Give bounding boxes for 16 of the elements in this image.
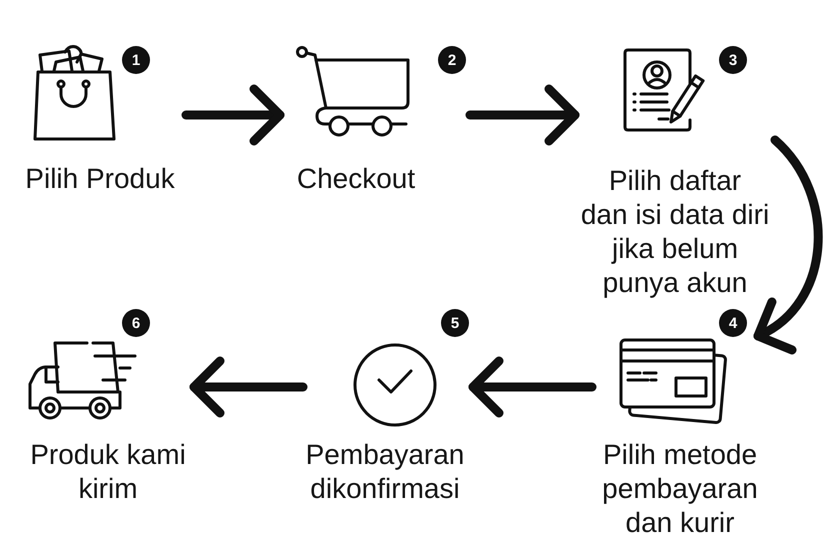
step-number-badge: 2 [438,46,466,74]
step-number-badge: 5 [441,309,469,337]
step-label: Pembayaran dikonfirmasi [306,438,464,506]
step-label: Pilih metode pembayaran dan kurir [602,438,758,540]
step-label: Produk kami kirim [30,438,186,506]
arrow [182,84,284,146]
step-label: Pilih Produk [25,162,175,196]
arrow [466,84,580,146]
step-label: Checkout [296,162,416,196]
arrow [468,356,596,418]
step-number-badge: 3 [719,46,747,74]
step-label: Pilih daftar dan isi data diri jika belum punya akun [580,164,770,300]
step-number-badge: 6 [122,309,150,337]
arrow [190,356,308,418]
step-number-badge: 4 [719,309,747,337]
step-number-badge: 1 [122,46,150,74]
